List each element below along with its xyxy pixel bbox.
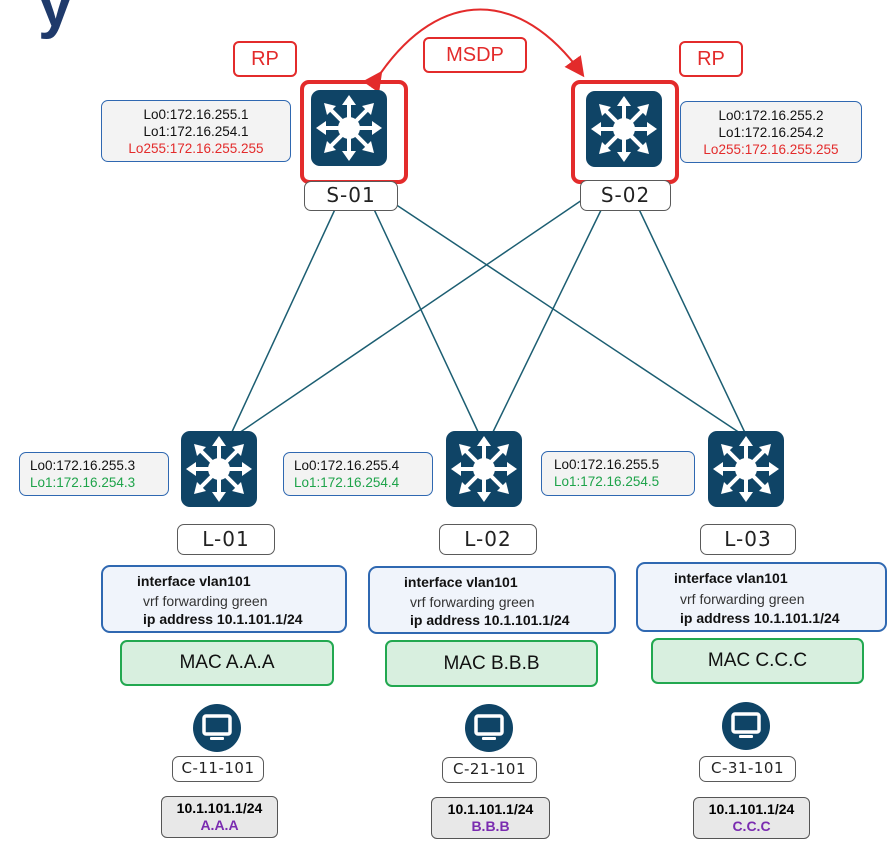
client-c31-name: C-31-101 xyxy=(699,756,796,782)
client-c11-address: 10.1.101.1/24 A.A.A xyxy=(161,796,278,838)
leaf-l03-name: L-03 xyxy=(700,524,796,555)
leaf-l02-lo1: Lo1:172.16.254.4 xyxy=(294,475,400,490)
page-title-fragment: y xyxy=(38,0,73,40)
spine-s02-lo0: Lo0:172.16.255.2 xyxy=(718,108,824,123)
client-c11-mac: A.A.A xyxy=(200,817,239,833)
leaf-l01-loopbacks: Lo0:172.16.255.3 Lo1:172.16.254.3 xyxy=(19,452,169,496)
spine-s01-name: S-01 xyxy=(304,181,398,211)
link-s01-l01 xyxy=(230,204,338,435)
leaf-l03-lo1: Lo1:172.16.254.5 xyxy=(554,474,660,489)
spine-s02-lo255: Lo255:172.16.255.255 xyxy=(703,142,839,157)
monitor-icon[interactable] xyxy=(465,704,513,752)
leaf-l03-loopbacks: Lo0:172.16.255.5 Lo1:172.16.254.5 xyxy=(541,451,695,496)
link-s02-l01 xyxy=(235,199,583,436)
link-s02-l03 xyxy=(636,204,748,438)
client-c21-mac: B.B.B xyxy=(471,818,510,834)
spine-s02-name: S-02 xyxy=(580,180,671,211)
leaf-l02-mac: MAC B.B.B xyxy=(385,640,598,687)
link-s01-l02 xyxy=(371,204,481,437)
rp-label-right: RP xyxy=(679,41,743,77)
client-c31-address: 10.1.101.1/24 C.C.C xyxy=(693,797,810,839)
link-s02-l02 xyxy=(490,203,605,437)
router-icon[interactable] xyxy=(446,431,522,507)
leaf-l02-cfg-interface: interface vlan101 xyxy=(404,574,518,590)
leaf-l03-lo0: Lo0:172.16.255.5 xyxy=(554,457,660,472)
link-s01-l03 xyxy=(391,201,744,436)
client-c11-name: C-11-101 xyxy=(172,756,264,782)
spine-s02-loopbacks: Lo0:172.16.255.2 Lo1:172.16.254.2 Lo255:… xyxy=(680,101,862,163)
client-c31-ip: 10.1.101.1/24 xyxy=(708,801,795,817)
rp-label-left: RP xyxy=(233,41,297,77)
leaf-l01-cfg-interface: interface vlan101 xyxy=(137,573,251,589)
leaf-l01-interface-config: interface vlan101 vrf forwarding green i… xyxy=(101,565,347,633)
leaf-l01-lo1: Lo1:172.16.254.3 xyxy=(30,475,136,490)
msdp-arrow xyxy=(362,8,585,93)
leaf-l01-cfg-ip: ip address 10.1.101.1/24 xyxy=(143,611,303,627)
client-c11-ip: 10.1.101.1/24 xyxy=(176,800,263,816)
client-c21-name: C-21-101 xyxy=(442,757,537,783)
router-icon[interactable] xyxy=(708,431,784,507)
monitor-icon[interactable] xyxy=(722,702,770,750)
router-icon[interactable] xyxy=(586,91,662,167)
leaf-l03-cfg-vrf: vrf forwarding green xyxy=(680,591,805,607)
leaf-l02-cfg-vrf: vrf forwarding green xyxy=(410,594,535,610)
spine-s01-lo255: Lo255:172.16.255.255 xyxy=(128,141,264,156)
router-icon[interactable] xyxy=(311,90,387,166)
leaf-l03-cfg-ip: ip address 10.1.101.1/24 xyxy=(680,610,840,626)
leaf-l03-cfg-interface: interface vlan101 xyxy=(674,570,788,586)
leaf-l01-cfg-vrf: vrf forwarding green xyxy=(143,593,268,609)
leaf-l01-name: L-01 xyxy=(177,524,275,555)
leaf-l01-lo0: Lo0:172.16.255.3 xyxy=(30,458,136,473)
leaf-l02-cfg-ip: ip address 10.1.101.1/24 xyxy=(410,612,570,628)
leaf-l01-mac: MAC A.A.A xyxy=(120,640,334,686)
msdp-label: MSDP xyxy=(423,37,527,73)
client-c21-address: 10.1.101.1/24 B.B.B xyxy=(431,797,550,839)
client-c31-mac: C.C.C xyxy=(732,818,771,834)
spine-s01-lo1: Lo1:172.16.254.1 xyxy=(143,124,249,139)
leaf-l03-mac: MAC C.C.C xyxy=(651,638,864,684)
client-c21-ip: 10.1.101.1/24 xyxy=(447,801,534,817)
leaf-l03-interface-config: interface vlan101 vrf forwarding green i… xyxy=(636,562,887,632)
leaf-l02-interface-config: interface vlan101 vrf forwarding green i… xyxy=(368,566,616,634)
spine-s02-lo1: Lo1:172.16.254.2 xyxy=(718,125,824,140)
spine-s01-lo0: Lo0:172.16.255.1 xyxy=(143,107,249,122)
spine-s01-loopbacks: Lo0:172.16.255.1 Lo1:172.16.254.1 Lo255:… xyxy=(101,100,291,162)
leaf-l02-lo0: Lo0:172.16.255.4 xyxy=(294,458,400,473)
monitor-icon[interactable] xyxy=(193,704,241,752)
router-icon[interactable] xyxy=(181,431,257,507)
leaf-l02-loopbacks: Lo0:172.16.255.4 Lo1:172.16.254.4 xyxy=(283,452,433,496)
leaf-l02-name: L-02 xyxy=(439,524,537,555)
